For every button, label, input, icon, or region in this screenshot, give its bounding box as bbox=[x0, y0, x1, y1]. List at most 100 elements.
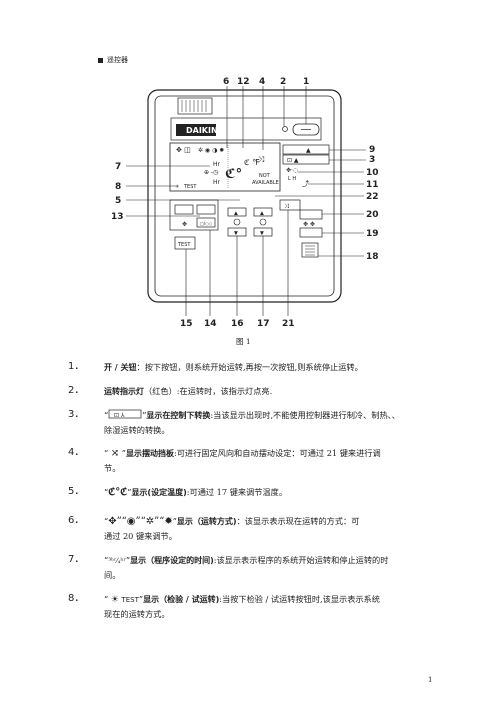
daikin-logo bbox=[176, 124, 216, 136]
callout-18: 18 bbox=[366, 252, 379, 262]
remote-controller-figure: DAIKIN ✥ ◫ ✲ ◉ ◑ ✹ Hr ⊕ -◷ Hr ℭ° ℭ ℉ ☀ T… bbox=[111, 77, 379, 329]
callout-8: 8 bbox=[115, 182, 121, 192]
brand-text: DAIKIN bbox=[186, 126, 218, 135]
item-title: 显示（检验 / 试运转) bbox=[143, 595, 220, 604]
svg-text:⤨: ⤨ bbox=[258, 155, 265, 164]
quote-open: “ bbox=[104, 448, 109, 458]
hr-label-1: Hr bbox=[213, 161, 221, 168]
quote-close: ” bbox=[142, 410, 147, 420]
test-label: TEST bbox=[121, 596, 139, 604]
item-number: 8． bbox=[68, 593, 85, 604]
item-title: 开 / 关钮 bbox=[104, 363, 137, 372]
item-text: （红色）:在运转时，该指示灯点亮. bbox=[144, 386, 273, 396]
quote-open: “ bbox=[104, 516, 109, 526]
hr-label-2: Hr bbox=[213, 179, 221, 186]
item-text: :当该显示出现时,不能使用控制器进行制冷、制热、、 bbox=[210, 410, 400, 420]
section-heading-text: 遥控器 bbox=[107, 56, 128, 64]
mode-button[interactable] bbox=[299, 209, 323, 220]
svg-text:▲: ▲ bbox=[260, 211, 264, 217]
item-title: 显示（运转方式) bbox=[176, 517, 237, 526]
item-text: ：按下按钮，则系统开始运转,再按一次按钮,则系统停止运转。 bbox=[136, 362, 363, 372]
bullet-square-icon bbox=[98, 57, 103, 63]
item-title: 显示摆动挡板 bbox=[125, 449, 174, 458]
item-number: 7． bbox=[68, 554, 85, 565]
callout-4: 4 bbox=[259, 77, 265, 87]
svg-text:⊡ ⅄: ⊡ ⅄ bbox=[114, 412, 125, 419]
fan-speed-lh: L H bbox=[288, 176, 296, 182]
item-text: ：该显示表示现在运转的方式：可 bbox=[236, 516, 360, 526]
operation-lamp bbox=[282, 126, 288, 132]
fan-speed-button[interactable] bbox=[299, 227, 323, 238]
callout-19: 19 bbox=[366, 229, 379, 239]
callout-7: 7 bbox=[115, 162, 121, 172]
item-text-cont: 间。 bbox=[104, 570, 121, 580]
not-available-2: AVAILABLE bbox=[252, 180, 279, 186]
top-panel bbox=[170, 117, 322, 141]
thermometer-icon bbox=[259, 218, 267, 226]
item-text: :该显示表示程序的系统开始运转和停止运转的时 bbox=[213, 555, 389, 565]
swing-button[interactable] bbox=[279, 199, 301, 211]
item-text-cont: 通过 20 键来调节。 bbox=[104, 531, 177, 541]
test-button-label: TEST bbox=[177, 242, 191, 248]
quote-open: “ bbox=[104, 410, 109, 420]
lcd-test-label: TEST bbox=[183, 184, 197, 190]
timer-onoff-button[interactable] bbox=[196, 217, 216, 228]
clock-icon bbox=[233, 218, 241, 226]
quote-close: ” bbox=[138, 594, 144, 604]
temp-up-button[interactable] bbox=[253, 207, 273, 217]
operation-mode-icons: ✥”“◉”“✲”“✹ bbox=[108, 516, 173, 527]
quote-open: “ bbox=[104, 594, 109, 604]
svg-text:ℭ°: ℭ° bbox=[225, 167, 242, 182]
item-text-cont: 现在的运转方式。 bbox=[104, 609, 170, 619]
timer-up-button[interactable] bbox=[227, 207, 247, 217]
callout-13: 13 bbox=[111, 212, 124, 222]
callout-6: 6 bbox=[223, 77, 229, 87]
hinge-tab bbox=[177, 97, 213, 115]
svg-text:⤨: ⤨ bbox=[284, 203, 289, 210]
swing-flap-icon: ⤨ bbox=[110, 448, 120, 459]
callout-14: 14 bbox=[204, 319, 217, 329]
callout-3: 3 bbox=[369, 155, 375, 165]
timer-mode-button[interactable] bbox=[196, 204, 216, 215]
callout-2: 2 bbox=[280, 77, 286, 87]
display-item-9 bbox=[282, 144, 330, 155]
item-title: 显示（程序设定的时间) bbox=[130, 556, 214, 565]
quote-close: ” bbox=[127, 487, 132, 497]
item-number: 6． bbox=[68, 515, 85, 526]
item-text: :当按下检验 / 试运转按钮时,该显示表示系统 bbox=[219, 594, 380, 604]
callout-17: 17 bbox=[257, 319, 270, 329]
item-text-cont: 除湿运转的转换。 bbox=[104, 425, 170, 435]
quote-open: “ bbox=[104, 555, 109, 565]
item-number: 5． bbox=[68, 486, 85, 497]
callout-1: 1 bbox=[303, 77, 309, 87]
item-number: 3． bbox=[68, 409, 85, 420]
item-title: 运转指示灯 bbox=[104, 387, 144, 396]
inspection-button[interactable] bbox=[174, 204, 194, 215]
svg-text:✥ ✥: ✥ ✥ bbox=[303, 221, 315, 228]
callout-5: 5 bbox=[115, 196, 121, 206]
callout-11: 11 bbox=[366, 180, 379, 190]
callout-15: 15 bbox=[180, 319, 193, 329]
svg-text:▲: ▲ bbox=[306, 147, 311, 154]
svg-text:▲: ▲ bbox=[234, 211, 238, 217]
not-available-1: NOT bbox=[259, 173, 271, 179]
page-number: 1 bbox=[428, 676, 433, 684]
svg-text:▼: ▼ bbox=[260, 231, 264, 237]
section-heading: 遥控器 bbox=[98, 55, 128, 65]
svg-text:✲ ◉ ◑ ✹: ✲ ◉ ◑ ✹ bbox=[198, 147, 224, 154]
callout-12: 12 bbox=[237, 77, 250, 87]
test-button[interactable] bbox=[174, 236, 196, 250]
quote-close: ” bbox=[125, 555, 131, 565]
item-number: 2． bbox=[68, 385, 85, 396]
inspection-icon: ☀ bbox=[110, 595, 119, 605]
item-text-cont: 节。 bbox=[104, 463, 121, 473]
item-title: 显示在控制下转换 bbox=[146, 411, 211, 420]
quote-close: ” bbox=[121, 448, 126, 458]
item-number: 4． bbox=[68, 447, 85, 458]
quote-open: “ bbox=[104, 487, 109, 497]
lcd-display bbox=[169, 142, 281, 192]
control-changeover-icon: ⊡ ⅄ bbox=[108, 409, 142, 419]
quote-close: ” bbox=[172, 516, 177, 526]
filter-reset-button[interactable] bbox=[301, 242, 319, 258]
svg-text:✥·◌: ✥·◌ bbox=[286, 167, 298, 174]
